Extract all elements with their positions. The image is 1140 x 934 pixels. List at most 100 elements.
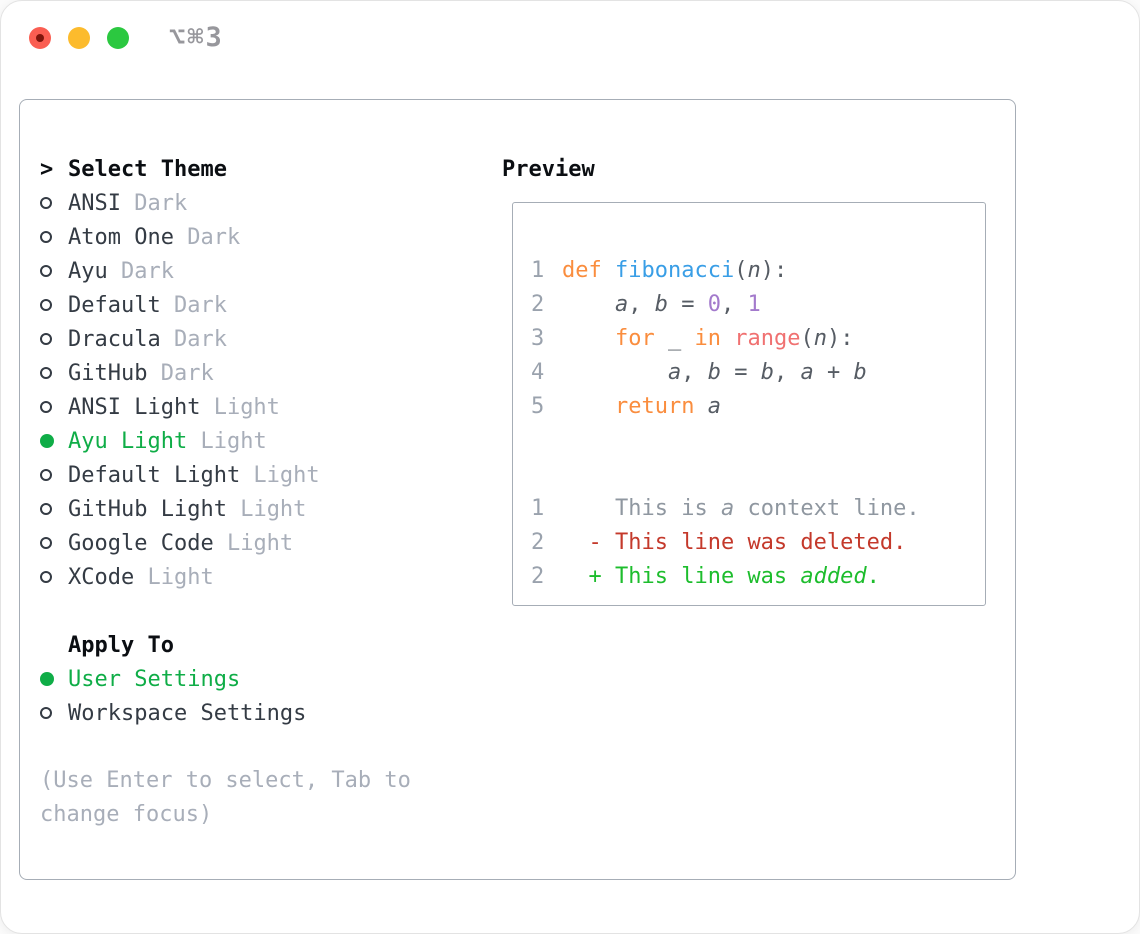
theme-item-xcode[interactable]: XCode Light [40,560,485,594]
theme-name: Ayu [68,258,108,284]
radio-selected-icon[interactable] [40,672,68,686]
diff-added-line: 2 + This line was added. [531,559,985,593]
theme-name: Dracula [68,326,161,352]
radio-icon [40,537,52,549]
apply-option-workspace-settings[interactable]: Workspace Settings [40,696,485,730]
keyboard-hint: (Use Enter to select, Tab to change focus… [40,764,485,832]
radio-icon [40,367,52,379]
theme-variant-badge: Light [200,394,280,420]
window-title-shortcut: ⌥⌘3 [169,22,224,53]
theme-item-ansi-light[interactable]: ANSI Light Light [40,390,485,424]
theme-item-github-light[interactable]: GitHub Light Light [40,492,485,526]
code-line-2: 2 a, b = 0, 1 [531,287,985,321]
radio-icon [40,231,52,243]
radio-icon[interactable] [40,707,68,719]
spacer [40,594,485,628]
theme-variant-badge: Light [226,496,307,522]
radio-icon[interactable] [40,537,68,549]
code-text: This is a context line. [562,495,920,521]
radio-icon[interactable] [40,571,68,583]
radio-icon[interactable] [40,299,68,311]
select-theme-header: > Select Theme [40,152,485,186]
diff-context-line: 1 This is a context line. [531,491,985,525]
theme-item-dracula[interactable]: Dracula Dark [40,322,485,356]
radio-icon [40,299,52,311]
theme-variant-badge: Light [187,428,267,454]
code-text: a, b = 0, 1 [614,291,761,317]
line-number: 1 [531,495,545,521]
code-text: a, b = b, a + b [667,359,867,385]
theme-name: ANSI [68,190,121,216]
radio-icon[interactable] [40,333,68,345]
radio-icon [40,197,52,209]
code-text: def fibonacci(n): [562,257,788,283]
code-text: + This line was added. [562,563,880,589]
line-number: 5 [531,393,545,419]
select-theme-title: Select Theme [68,156,227,182]
theme-variant-badge: Dark [160,292,227,318]
radio-icon[interactable] [40,401,68,413]
theme-name: Default [68,292,161,318]
close-button[interactable] [29,27,51,49]
radio-icon[interactable] [40,503,68,515]
code-line-4: 4 a, b = b, a + b [531,355,985,389]
theme-name: Atom One [68,224,174,250]
radio-icon [40,265,52,277]
spacer [40,730,485,764]
radio-icon[interactable] [40,231,68,243]
radio-icon[interactable] [40,197,68,209]
minimize-button[interactable] [68,27,90,49]
theme-variant-badge: Dark [173,224,241,250]
theme-variant-badge: Light [240,462,320,488]
theme-name: Google Code [68,530,214,556]
radio-icon [40,333,52,345]
theme-item-default[interactable]: Default Dark [40,288,485,322]
code-text: - This line was deleted. [562,529,907,555]
line-number: 3 [531,325,545,351]
radio-icon[interactable] [40,265,68,277]
line-number: 2 [531,563,545,589]
theme-name: XCode [68,564,135,590]
radio-icon [40,571,52,583]
apply-option-user-settings[interactable]: User Settings [40,662,485,696]
theme-name: ANSI Light [68,394,201,420]
theme-variant-badge: Dark [147,360,214,386]
theme-item-atom-one[interactable]: Atom One Dark [40,220,485,254]
theme-item-github[interactable]: GitHub Dark [40,356,485,390]
theme-item-default-light[interactable]: Default Light Light [40,458,485,492]
radio-icon[interactable] [40,367,68,379]
theme-name: Default Light [68,462,241,488]
code-line-5: 5 return a [531,389,985,423]
prompt-cursor-icon: > [40,156,54,182]
radio-icon [40,503,52,515]
keyboard-hint-line: change focus) [40,802,213,827]
theme-item-ansi[interactable]: ANSI Dark [40,186,485,220]
apply-to-header: Apply To [40,628,485,662]
theme-variant-badge: Dark [107,258,174,284]
zoom-button[interactable] [107,27,129,49]
line-number: 2 [531,291,545,317]
code-text: for _ in range(n): [614,325,854,351]
code-line-3: 3 for _ in range(n): [531,321,985,355]
theme-variant-badge: Dark [120,190,188,216]
blank-line [531,423,985,457]
line-number: 1 [531,257,545,283]
theme-item-google-code[interactable]: Google Code Light [40,526,485,560]
radio-icon[interactable] [40,469,68,481]
titlebar: ⌥⌘3 [1,1,1139,75]
radio-selected-icon[interactable] [40,434,68,448]
theme-item-ayu[interactable]: Ayu Dark [40,254,485,288]
theme-item-ayu-light[interactable]: Ayu Light Light [40,424,485,458]
theme-name: GitHub Light [68,496,227,522]
apply-option-label: Workspace Settings [68,700,307,726]
theme-name: GitHub [68,360,148,386]
preview-title: Preview [502,156,595,182]
theme-variant-badge: Light [213,530,294,556]
theme-name: Ayu Light [68,428,188,454]
keyboard-hint-line: (Use Enter to select, Tab to [40,768,411,793]
